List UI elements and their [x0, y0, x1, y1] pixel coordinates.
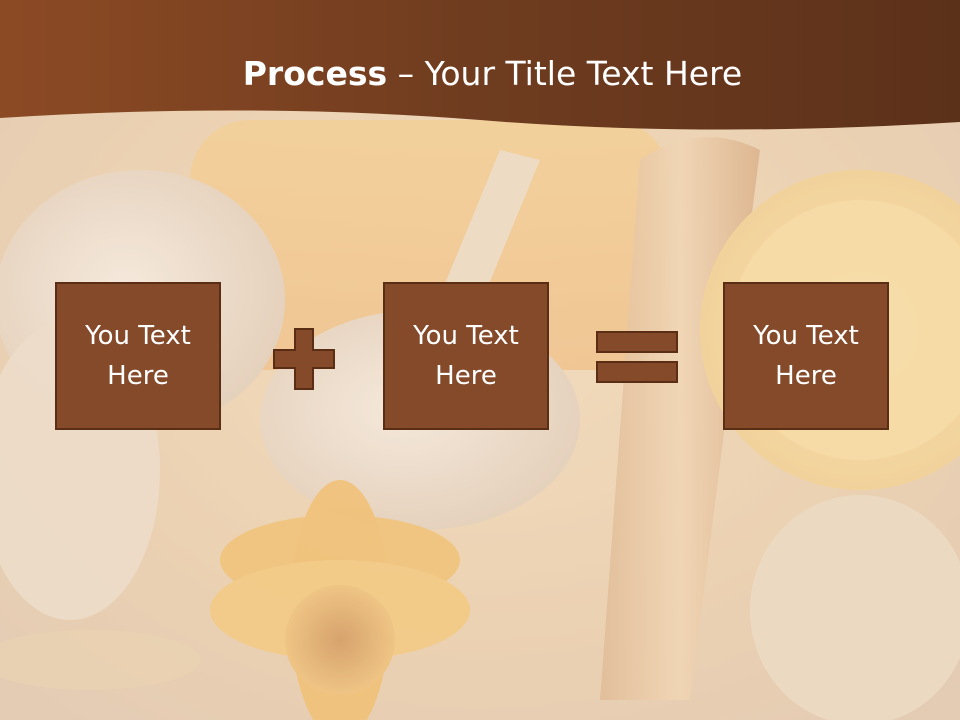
title-bold: Process: [242, 54, 388, 93]
title-dash: –: [387, 54, 425, 93]
process-box-2: You Text Here: [383, 282, 549, 430]
title-rest: Your Title Text Here: [424, 54, 743, 93]
header-band: [0, 0, 960, 130]
plus-icon: [273, 328, 335, 390]
process-box-1: You Text Here: [55, 282, 221, 430]
process-box-3: You Text Here: [723, 282, 889, 430]
process-box-1-text: You Text Here: [85, 321, 191, 391]
process-box-3-text: You Text Here: [753, 321, 859, 391]
slide-title: Process – Your Title Text Here: [0, 52, 960, 96]
process-box-2-text: You Text Here: [413, 321, 519, 391]
equals-icon: [596, 331, 678, 383]
